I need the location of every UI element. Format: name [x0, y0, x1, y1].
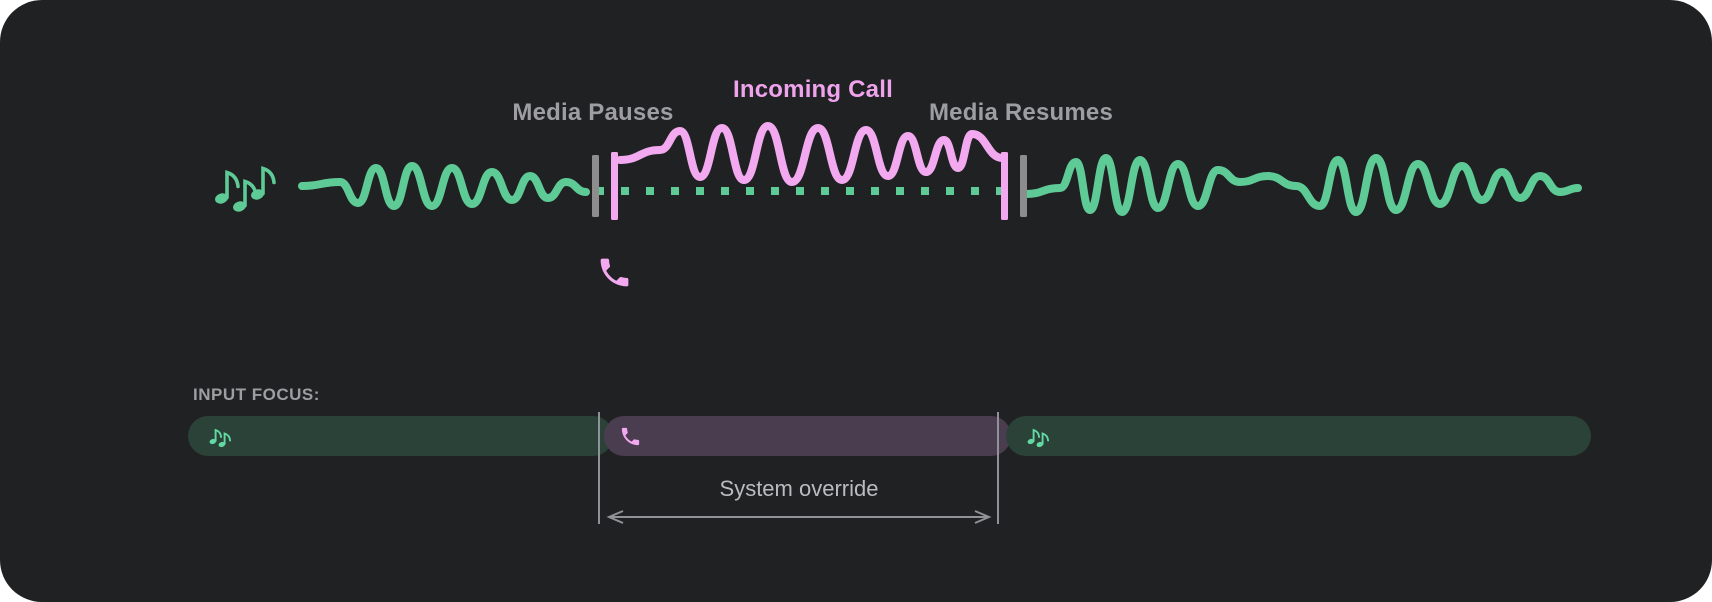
- media-waveform-before: [298, 162, 590, 210]
- resume-marker-gray-bar: [1020, 155, 1027, 217]
- focus-segment-media-after: [1006, 416, 1591, 456]
- system-override-label: System override: [719, 476, 879, 501]
- arrowhead-left-icon: [606, 510, 624, 524]
- phone-icon: [621, 427, 640, 445]
- timeline-waveforms: [298, 122, 1582, 220]
- override-span-right-line: [997, 412, 999, 524]
- input-focus-heading: INPUT FOCUS:: [193, 385, 320, 404]
- phone-icon: [600, 258, 629, 287]
- music-notes-icon: [209, 428, 232, 447]
- override-span-left-line: [598, 412, 600, 524]
- music-notes-icon: [215, 166, 276, 212]
- focus-segment-call-override: [604, 416, 1011, 456]
- media-pauses-label: Media Pauses: [512, 99, 674, 126]
- pause-marker-pink-bar: [611, 152, 618, 220]
- music-note: [251, 166, 276, 200]
- resume-marker-pink-bar: [1001, 152, 1008, 220]
- system-override-span-arrow: [606, 510, 992, 524]
- music-notes-icon: [1027, 428, 1050, 447]
- media-waveform-after: [1022, 154, 1582, 216]
- call-waveform: [616, 122, 1007, 186]
- arrowhead-right-icon: [974, 510, 992, 524]
- focus-segment-media-before: [188, 416, 613, 456]
- music-note: [215, 170, 240, 204]
- media-resumes-label: Media Resumes: [928, 99, 1113, 126]
- pause-marker-gray-bar: [592, 155, 599, 217]
- incoming-call-label: Incoming Call: [733, 76, 893, 103]
